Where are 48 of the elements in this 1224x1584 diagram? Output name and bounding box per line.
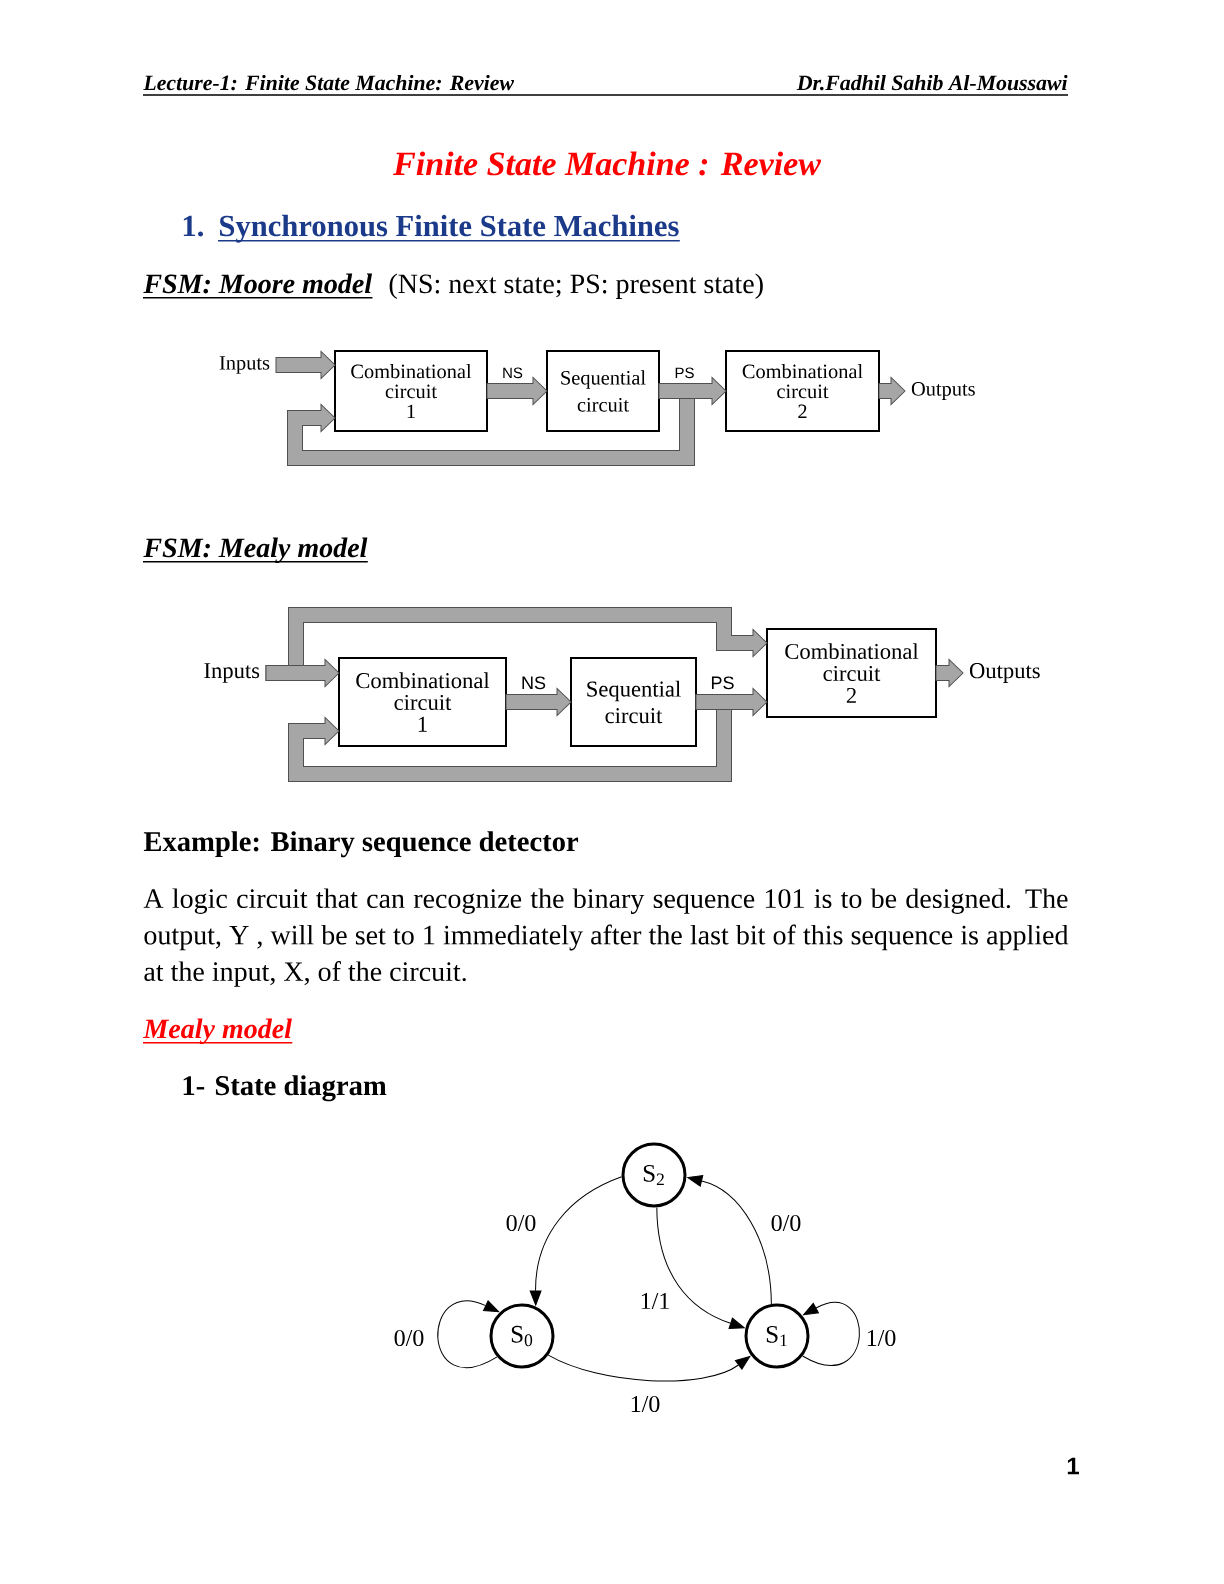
block-box: Combinational circuit 2 [725, 350, 880, 432]
block-arrow [265, 659, 340, 687]
subsection-heading: FSM: Mealy model [142, 537, 369, 564]
edge-label: 0/0 [768, 1212, 804, 1234]
signal-label: Outputs [911, 382, 975, 400]
edge-label: 1/1 [637, 1291, 673, 1312]
edge-label: 0/0 [391, 1327, 427, 1349]
header-text: Dr.Fadhil Sahib Al-Moussawi [796, 74, 1068, 91]
header-text: Lecture-1: Finite State Machine: Review [143, 74, 515, 91]
block-arrow [878, 377, 906, 405]
list-number: 1- [183, 1076, 205, 1095]
signal-label: Outputs [969, 663, 1040, 683]
edge-label: 1/0 [863, 1327, 899, 1349]
paragraph: A logic circuit that can recognize the binary sequence 101 is to be designed. The output, Y , will be set to 1 immediately after the last bit of this sequence is applied at the input, X, of the circuit. [143, 888, 1069, 987]
section-heading: Synchronous Finite State Machines [217, 214, 681, 243]
edge-label: PS [708, 674, 737, 692]
section-number: 1. [183, 215, 203, 237]
block-arrow [695, 688, 768, 716]
signal-label: Inputs [219, 356, 270, 374]
block-arrow [275, 351, 336, 379]
list-heading: State diagram [215, 1075, 387, 1102]
block-box: Combinational circuit 1 [334, 350, 488, 432]
loop-arrow [437, 1300, 500, 1369]
loop-arrow [802, 1302, 860, 1366]
block-arrow [505, 688, 572, 716]
transition-arrow [687, 1175, 772, 1305]
block-box: Sequential circuit [570, 657, 697, 747]
transition-arrow [529, 1176, 623, 1306]
block-arrow [486, 377, 548, 405]
block-arrow [935, 659, 964, 687]
block-box: Combinational circuit 2 [766, 628, 937, 718]
page-number: 1 [1067, 1457, 1079, 1475]
block-arrow [658, 377, 727, 405]
edge-label: 0/0 [503, 1212, 539, 1234]
block-box: Combinational circuit 1 [338, 657, 507, 747]
block-box: Sequential circuit [546, 350, 660, 432]
transition-arrow [547, 1354, 751, 1382]
body-text: (NS: next state; PS: present state) [389, 273, 763, 299]
signal-label: Inputs [204, 663, 260, 683]
example-heading: Example: Binary sequence detector [143, 831, 579, 858]
edge-label: PS [672, 365, 697, 381]
page-title: Finite State Machine : Review [393, 151, 822, 176]
edge-label: NS [519, 674, 548, 692]
subsection-heading: Mealy model [142, 1018, 294, 1045]
subsection-heading: FSM: Moore model [142, 273, 374, 299]
transition-arrow [656, 1206, 745, 1329]
edge-label: 1/0 [627, 1393, 663, 1415]
edge-label: NS [500, 365, 525, 381]
